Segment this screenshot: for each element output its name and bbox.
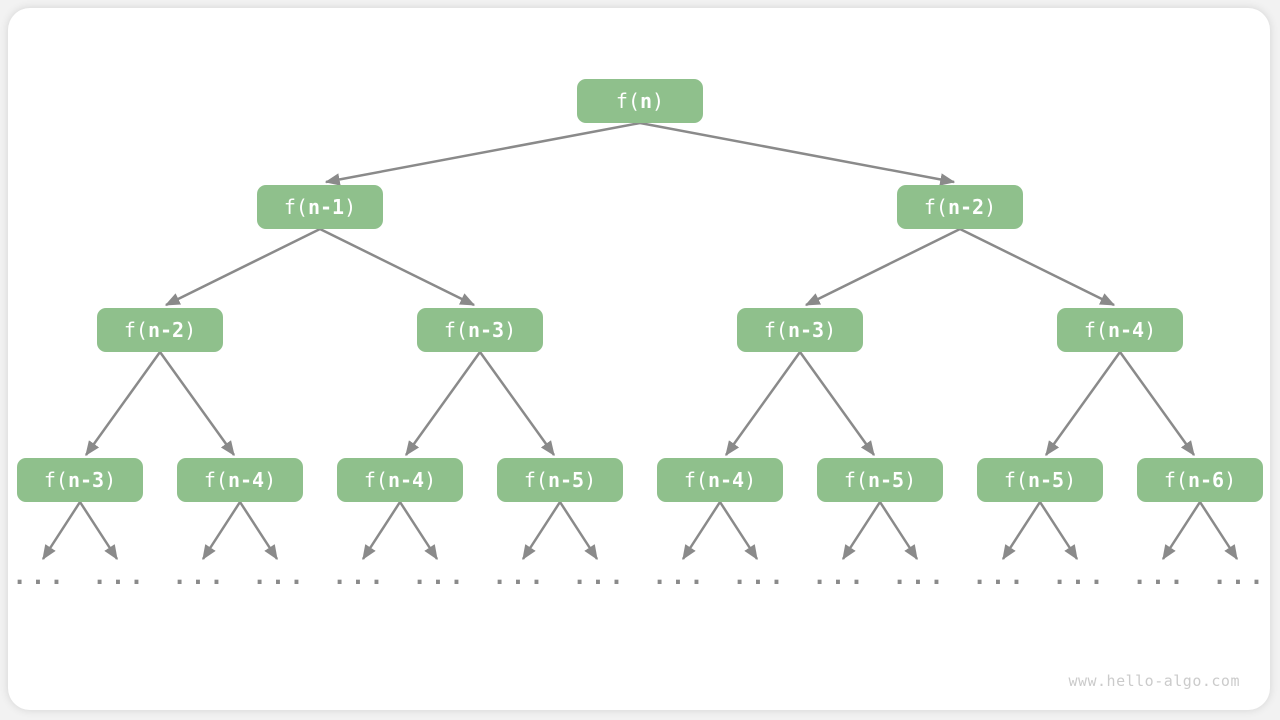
tree-node-f-n-5: f(n-5) [817,458,943,502]
ellipsis-leaf: ... [12,562,68,590]
node-label-suffix: ) [344,195,357,219]
node-label-prefix: f( [843,468,868,492]
node-label-variable: n-2 [147,318,185,342]
node-label-prefix: f( [923,195,948,219]
node-label-suffix: ) [1224,468,1237,492]
ellipsis-leaf: ... [1052,562,1108,590]
node-label-variable: n-5 [1027,468,1065,492]
node-label-suffix: ) [104,468,117,492]
watermark: www.hello-algo.com [1068,672,1240,690]
node-label-variable: n-4 [707,468,745,492]
tree-node-f-n-4: f(n-4) [337,458,463,502]
ellipsis-leaf: ... [332,562,388,590]
node-label-prefix: f( [363,468,388,492]
ellipsis-leaf: ... [412,562,468,590]
node-label-suffix: ) [1144,318,1157,342]
ellipsis-leaf: ... [1132,562,1188,590]
ellipsis-leaf: ... [492,562,548,590]
ellipsis-leaf: ... [972,562,1028,590]
tree-node-f-n-5: f(n-5) [497,458,623,502]
tree-node-f-n-2: f(n-2) [97,308,223,352]
node-label-suffix: ) [424,468,437,492]
tree-node-f-n-3: f(n-3) [737,308,863,352]
ellipsis-leaf: ... [652,562,708,590]
tree-node-f-n: f(n) [577,79,703,123]
tree-node-f-n-1: f(n-1) [257,185,383,229]
node-label-suffix: ) [264,468,277,492]
node-label-variable: n [640,89,653,113]
ellipsis-leaf: ... [812,562,868,590]
ellipsis-leaf: ... [172,562,228,590]
node-label-variable: n-5 [547,468,585,492]
tree-node-f-n-3: f(n-3) [417,308,543,352]
node-label-variable: n-6 [1187,468,1225,492]
node-label-suffix: ) [504,318,517,342]
node-label-suffix: ) [184,318,197,342]
node-label-prefix: f( [1163,468,1188,492]
node-label-variable: n-3 [67,468,105,492]
node-label-variable: n-5 [867,468,905,492]
node-label-prefix: f( [763,318,788,342]
node-label-suffix: ) [744,468,757,492]
node-label-prefix: f( [1083,318,1108,342]
ellipsis-leaf: ... [572,562,628,590]
ellipsis-leaf: ... [92,562,148,590]
tree-node-f-n-2: f(n-2) [897,185,1023,229]
tree-node-f-n-4: f(n-4) [177,458,303,502]
node-label-variable: n-4 [227,468,265,492]
node-label-prefix: f( [43,468,68,492]
node-label-prefix: f( [203,468,228,492]
node-label-variable: n-3 [787,318,825,342]
node-label-variable: n-4 [1107,318,1145,342]
node-label-prefix: f( [1003,468,1028,492]
node-label-suffix: ) [904,468,917,492]
node-label-suffix: ) [984,195,997,219]
tree-node-f-n-5: f(n-5) [977,458,1103,502]
node-label-prefix: f( [523,468,548,492]
tree-node-f-n-4: f(n-4) [657,458,783,502]
node-label-variable: n-3 [467,318,505,342]
node-label-suffix: ) [824,318,837,342]
node-label-suffix: ) [584,468,597,492]
tree-node-f-n-6: f(n-6) [1137,458,1263,502]
ellipsis-leaf: ... [732,562,788,590]
node-label-prefix: f( [443,318,468,342]
node-label-suffix: ) [652,89,665,113]
node-label-prefix: f( [123,318,148,342]
tree-node-f-n-4: f(n-4) [1057,308,1183,352]
ellipsis-leaf: ... [892,562,948,590]
node-label-prefix: f( [683,468,708,492]
node-label-variable: n-2 [947,195,985,219]
tree-node-f-n-3: f(n-3) [17,458,143,502]
ellipsis-leaf: ... [252,562,308,590]
node-label-suffix: ) [1064,468,1077,492]
node-label-prefix: f( [283,195,308,219]
node-label-variable: n-1 [307,195,345,219]
node-label-prefix: f( [615,89,640,113]
node-label-variable: n-4 [387,468,425,492]
ellipsis-leaf: ... [1212,562,1268,590]
